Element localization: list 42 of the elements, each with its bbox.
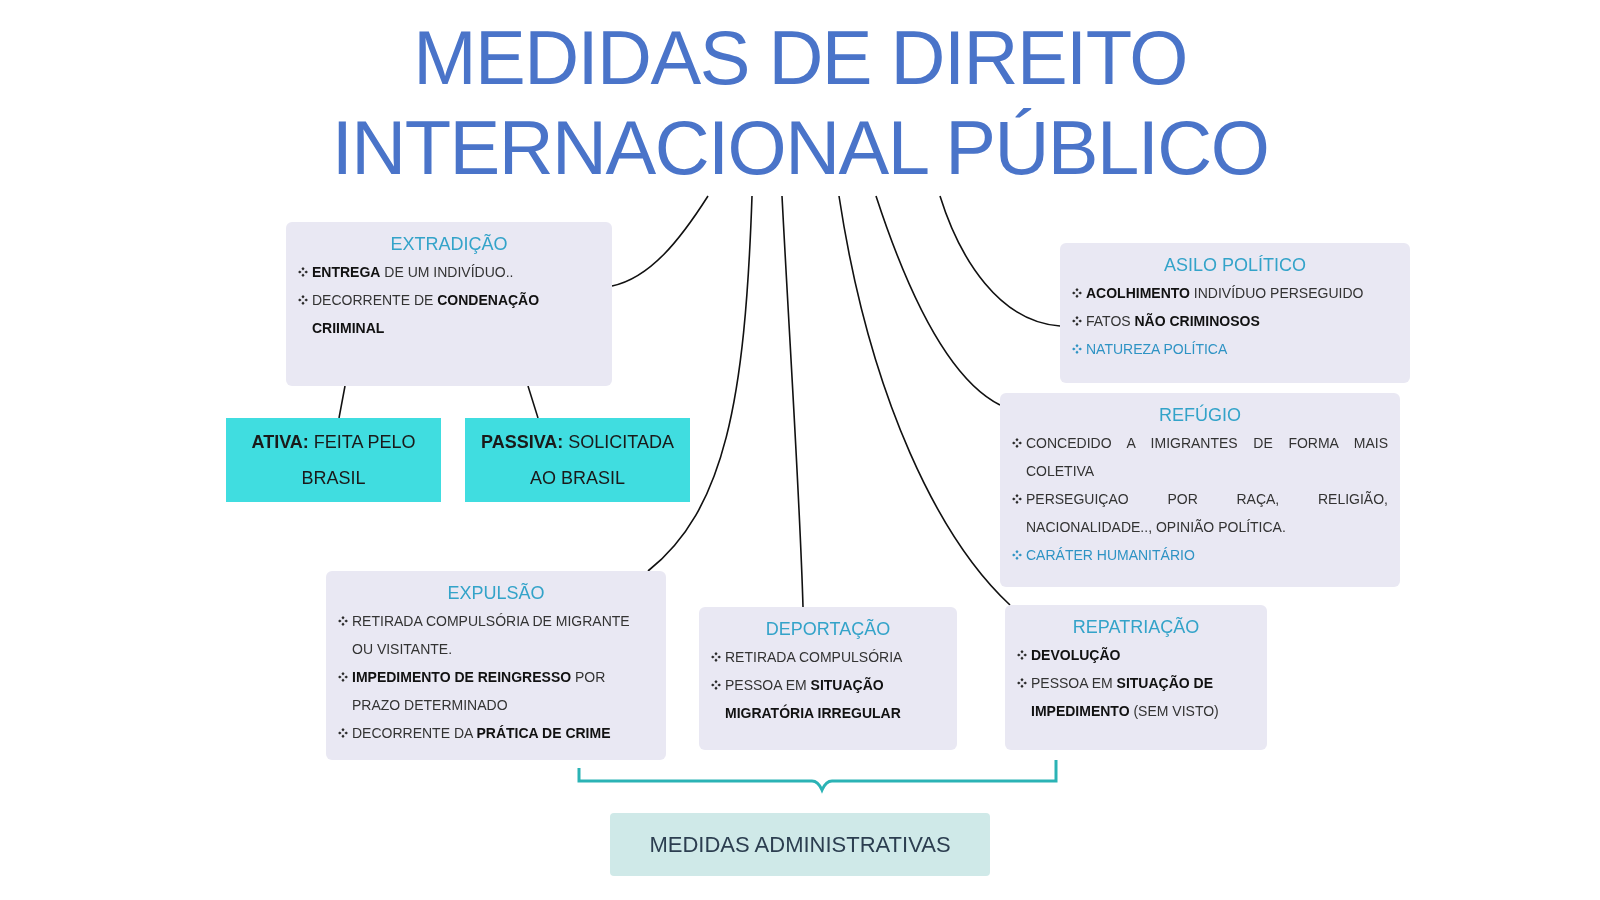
connector-line	[611, 195, 709, 287]
bullet-text: DEVOLUÇÃO	[1031, 646, 1121, 665]
diagram-title: MEDIDAS DE DIREITO INTERNACIONAL PÚBLICO	[260, 10, 1340, 196]
card-heading: EXTRADIÇÃO	[390, 234, 508, 254]
bullet-text: FATOS NÃO CRIMINOSOS	[1086, 312, 1260, 331]
bullet-text: RETIRADA COMPULSÓRIA DE MIGRANTE OU VISITANTE.	[352, 612, 631, 659]
card-heading: REPATRIAÇÃO	[1072, 617, 1200, 637]
card-heading: ASILO POLÍTICO	[1163, 255, 1306, 275]
bullet-text: PESSOA EM SITUAÇÃO MIGRATÓRIA IRREGULAR	[725, 676, 902, 723]
connector-line	[838, 195, 1011, 606]
banner-text: MEDIDAS ADMINISTRATIVAS	[649, 830, 951, 859]
connector-line	[338, 385, 346, 419]
card-heading: EXPULSÃO	[447, 583, 545, 603]
definition-box	[226, 418, 441, 502]
bullet-text: DECORRENTE DE CONDENAÇÃO CRIIMINAL	[312, 291, 541, 338]
bullet-text: ENTREGA DE UM INDIVÍDUO..	[312, 263, 514, 282]
bullet-text: PESSOA EM SITUAÇÃO DE IMPEDIMENTO (SEM VISTO)	[1031, 674, 1220, 721]
bullet-text: IMPEDIMENTO DE REINGRESSO POR PRAZO DETERMINADO	[352, 668, 607, 715]
connector-line	[875, 195, 1001, 406]
connector-line	[781, 195, 804, 608]
definition-box	[465, 418, 690, 502]
bullet-text: CARÁTER HUMANITÁRIO	[1026, 546, 1195, 565]
bullet-text: RETIRADA COMPULSÓRIA	[725, 648, 903, 667]
connector-line	[647, 195, 753, 572]
connector-line	[939, 195, 1061, 327]
bullet-text: NATUREZA POLÍTICA	[1086, 340, 1228, 359]
note-card	[1005, 605, 1267, 750]
note-card	[699, 607, 957, 750]
box-text: ATIVA: FEITA PELO BRASIL	[250, 431, 417, 490]
connector-line	[527, 385, 539, 419]
bullet-text: PERSEGUIÇAO POR RAÇA, RELIGIÃO, NACIONALIDADE.., OPINIÃO POLÍTICA.	[1026, 490, 1388, 537]
bullet-text: DECORRENTE DA PRÁTICA DE CRIME	[352, 724, 611, 743]
banner	[610, 813, 990, 876]
note-card	[1000, 393, 1400, 587]
box-text: PASSIVA: SOLICITADA AO BRASIL	[479, 431, 676, 490]
card-heading: REFÚGIO	[1159, 405, 1241, 425]
note-card	[1060, 243, 1410, 383]
bullet-text: ACOLHIMENTO INDIVÍDUO PERSEGUIDO	[1086, 284, 1364, 303]
note-card	[286, 222, 612, 386]
bullet-text: CONCEDIDO A IMIGRANTES DE FORMA MAIS COLETIVA	[1026, 434, 1388, 481]
card-heading: DEPORTAÇÃO	[765, 619, 891, 639]
note-card	[326, 571, 666, 760]
